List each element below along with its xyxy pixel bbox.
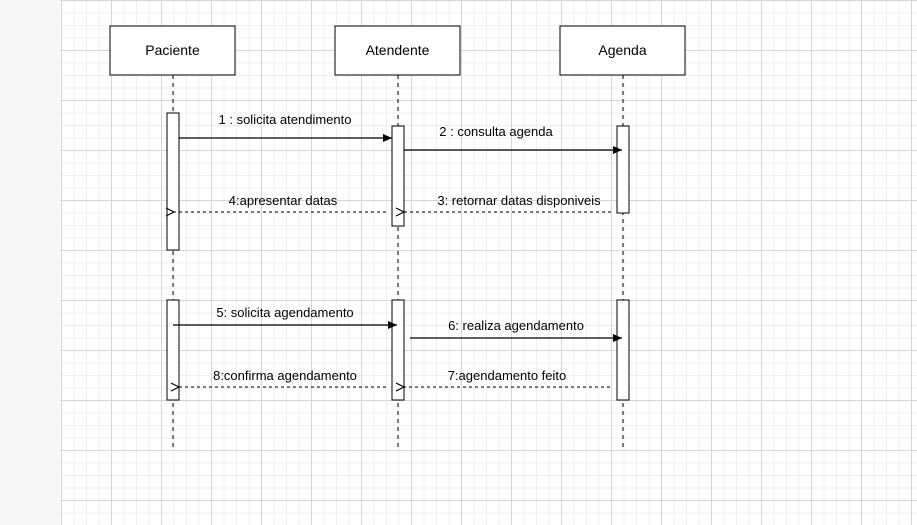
activation-paciente-2[interactable] <box>166 299 180 401</box>
actor-paciente-label: Paciente <box>145 42 200 58</box>
actor-agenda-label: Agenda <box>598 42 646 58</box>
activation-agenda-2[interactable] <box>616 299 630 401</box>
activation-agenda-1[interactable] <box>616 125 630 214</box>
actor-atendente-label: Atendente <box>366 42 430 58</box>
activation-paciente-1[interactable] <box>166 112 180 251</box>
message-4-label: 4:apresentar datas <box>229 193 338 208</box>
diagram-canvas-grid[interactable] <box>60 0 917 525</box>
message-5-label: 5: solicita agendamento <box>216 305 353 320</box>
actor-agenda[interactable]: Agenda <box>559 25 686 76</box>
message-8-label: 8:confirma agendamento <box>213 368 357 383</box>
message-7-label: 7:agendamento feito <box>448 368 567 383</box>
actor-paciente[interactable]: Paciente <box>109 25 236 76</box>
message-6-label: 6: realiza agendamento <box>448 318 584 333</box>
activation-atendente-2[interactable] <box>391 299 405 401</box>
message-3-label: 3: retornar datas disponiveis <box>437 193 601 208</box>
actor-atendente[interactable]: Atendente <box>334 25 461 76</box>
message-1-label: 1 : solicita atendimento <box>219 112 352 127</box>
message-2-label: 2 : consulta agenda <box>439 124 553 139</box>
activation-atendente-1[interactable] <box>391 125 405 227</box>
